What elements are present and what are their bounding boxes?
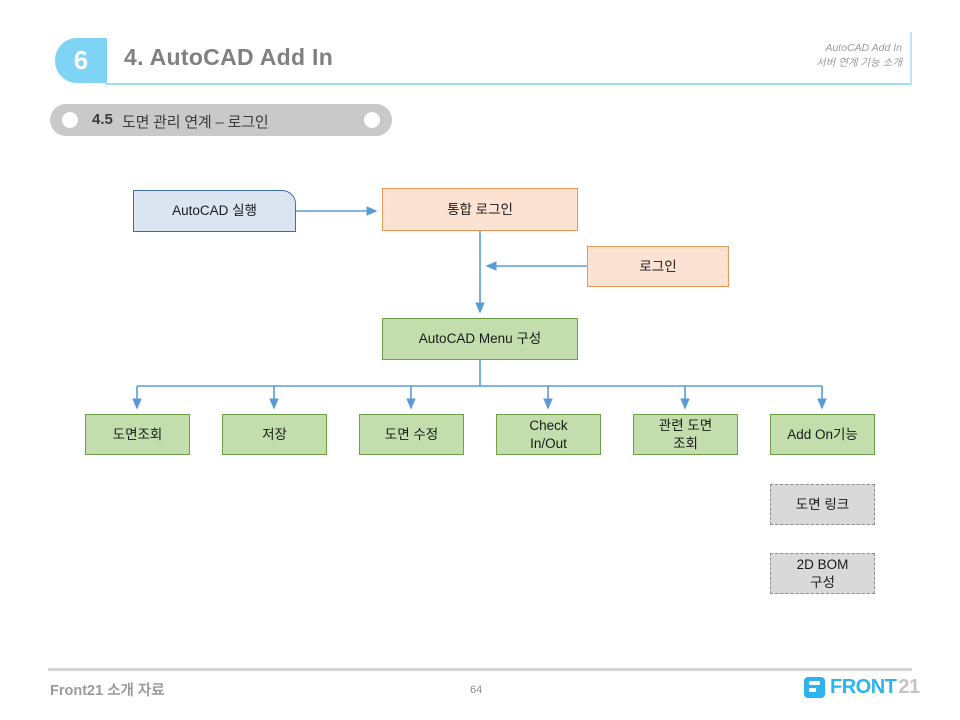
header-subtitle-line2: 서버 연계 기능 소개	[815, 57, 902, 69]
brand-name-secondary: 21	[898, 676, 920, 698]
diagram-node-label: 도면조회	[112, 426, 163, 442]
section-number: 4.5	[92, 111, 113, 128]
diagram-node-label: 도면 수정	[384, 426, 439, 442]
section-bar	[50, 104, 392, 136]
diagram-node-label: 도면 링크	[795, 496, 850, 512]
diagram-node-label: 통합 로그인	[447, 201, 513, 217]
brand-logo: FRONT 21	[804, 676, 920, 699]
diagram-node-menu-compose: AutoCAD Menu 구성	[382, 318, 578, 360]
diagram-node-drawing-view: 도면조회	[85, 414, 190, 455]
footer-divider	[48, 668, 912, 671]
diagram-node-drawing-link: 도면 링크	[770, 484, 875, 525]
diagram-node-label: AutoCAD 실행	[172, 203, 257, 218]
header-divider-right	[910, 32, 912, 85]
page-number: 64	[470, 684, 483, 696]
slide-header: 6 4. AutoCAD Add In AutoCAD Add In 서버 연계…	[0, 0, 960, 95]
diagram-node-label: AutoCAD Menu 구성	[418, 331, 542, 346]
diagram-node-add-on: Add On기능	[770, 414, 875, 455]
diagram-node-login: 로그인	[587, 246, 729, 287]
header-divider	[105, 83, 912, 85]
diagram-node-label: 로그인	[639, 258, 677, 274]
footer-text: Front21 소개 자료	[50, 683, 165, 699]
diagram-node-save: 저장	[222, 414, 327, 455]
front21-logo-icon	[804, 677, 825, 698]
header-badge: 6	[55, 38, 107, 83]
section-bar-dot-left-icon	[62, 112, 78, 128]
page-title: 4. AutoCAD Add In	[124, 44, 334, 70]
diagram-node-drawing-edit: 도면 수정	[359, 414, 464, 455]
header-subtitle-line1: AutoCAD Add In	[825, 42, 902, 54]
section-bar-dot-right-icon	[364, 112, 380, 128]
brand-name-primary: FRONT	[830, 676, 897, 698]
diagram-node-label: Add On기능	[787, 426, 858, 442]
diagram-node-autocad-run: AutoCAD 실행	[133, 190, 296, 232]
diagram-node-unified-login: 통합 로그인	[382, 188, 578, 231]
section-label: 도면 관리 연계 – 로그인	[122, 114, 269, 131]
header-subtitle: AutoCAD Add In 서버 연계 기능 소개	[816, 41, 902, 71]
diagram-node-label: 저장	[262, 426, 287, 442]
